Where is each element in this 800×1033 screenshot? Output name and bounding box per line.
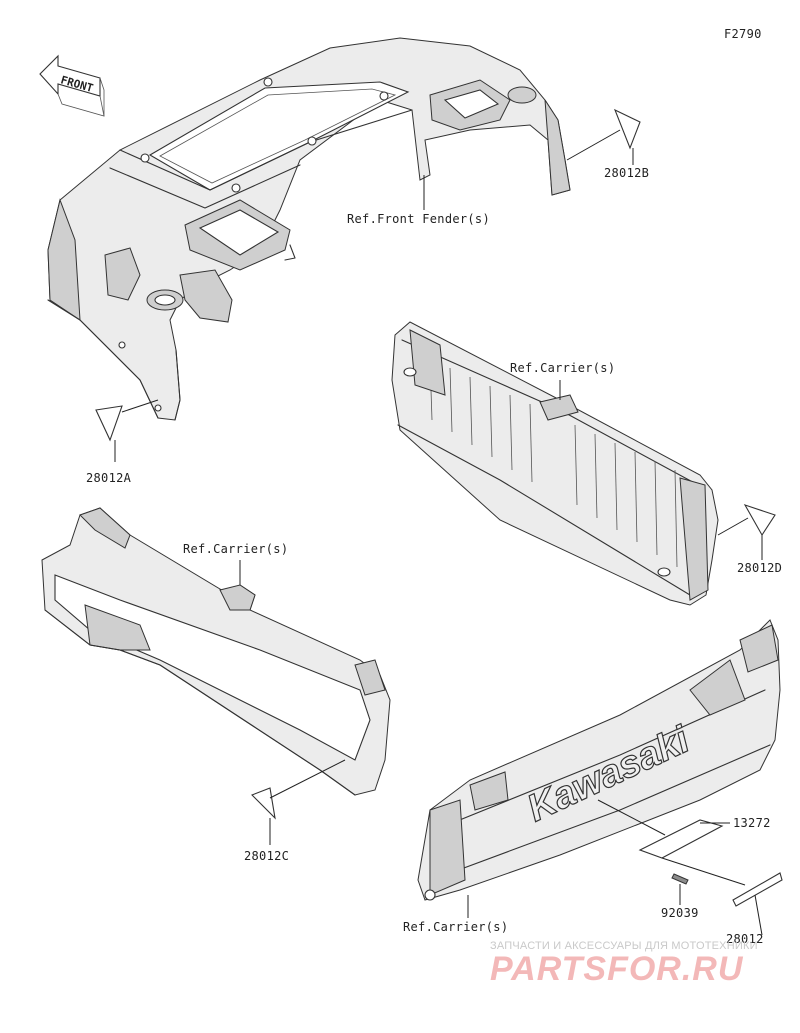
ref-carrier-bottom-label: Ref.Carrier(s) <box>403 920 509 934</box>
decal-28012 <box>732 872 783 907</box>
ref-front-fender-label: Ref.Front Fender(s) <box>347 212 490 226</box>
part-28012C-label: 28012C <box>244 849 290 863</box>
tailgate-panel: Kawasaki <box>417 619 781 901</box>
decal-28012C <box>251 787 276 820</box>
figure-code: F2790 <box>724 27 762 41</box>
part-28012B-label: 28012B <box>604 166 650 180</box>
side-carrier-panel <box>41 507 391 796</box>
front-cover-part <box>47 37 571 421</box>
decal-13272 <box>638 819 724 859</box>
decal-28012A <box>95 405 123 442</box>
watermark-logo: PARTSFOR.RU <box>490 950 744 988</box>
part-28012A-label: 28012A <box>86 471 132 485</box>
part-28012-label: 28012 <box>726 932 764 946</box>
clip-92039 <box>671 873 689 885</box>
watermark-subtitle: ЗАПЧАСТИ И АКСЕССУАРЫ ДЛЯ МОТОТЕХНИКИ <box>490 940 758 952</box>
ref-carrier-top-label: Ref.Carrier(s) <box>510 361 616 375</box>
rear-carrier-panel <box>391 321 719 606</box>
decal-28012D <box>743 504 776 537</box>
part-92039-label: 92039 <box>661 906 699 920</box>
front-arrow-icon: FRONT <box>39 54 105 117</box>
ref-carrier-left-label: Ref.Carrier(s) <box>183 542 289 556</box>
part-28012D-label: 28012D <box>737 561 783 575</box>
decal-28012B <box>613 108 641 150</box>
part-13272-label: 13272 <box>733 816 771 830</box>
